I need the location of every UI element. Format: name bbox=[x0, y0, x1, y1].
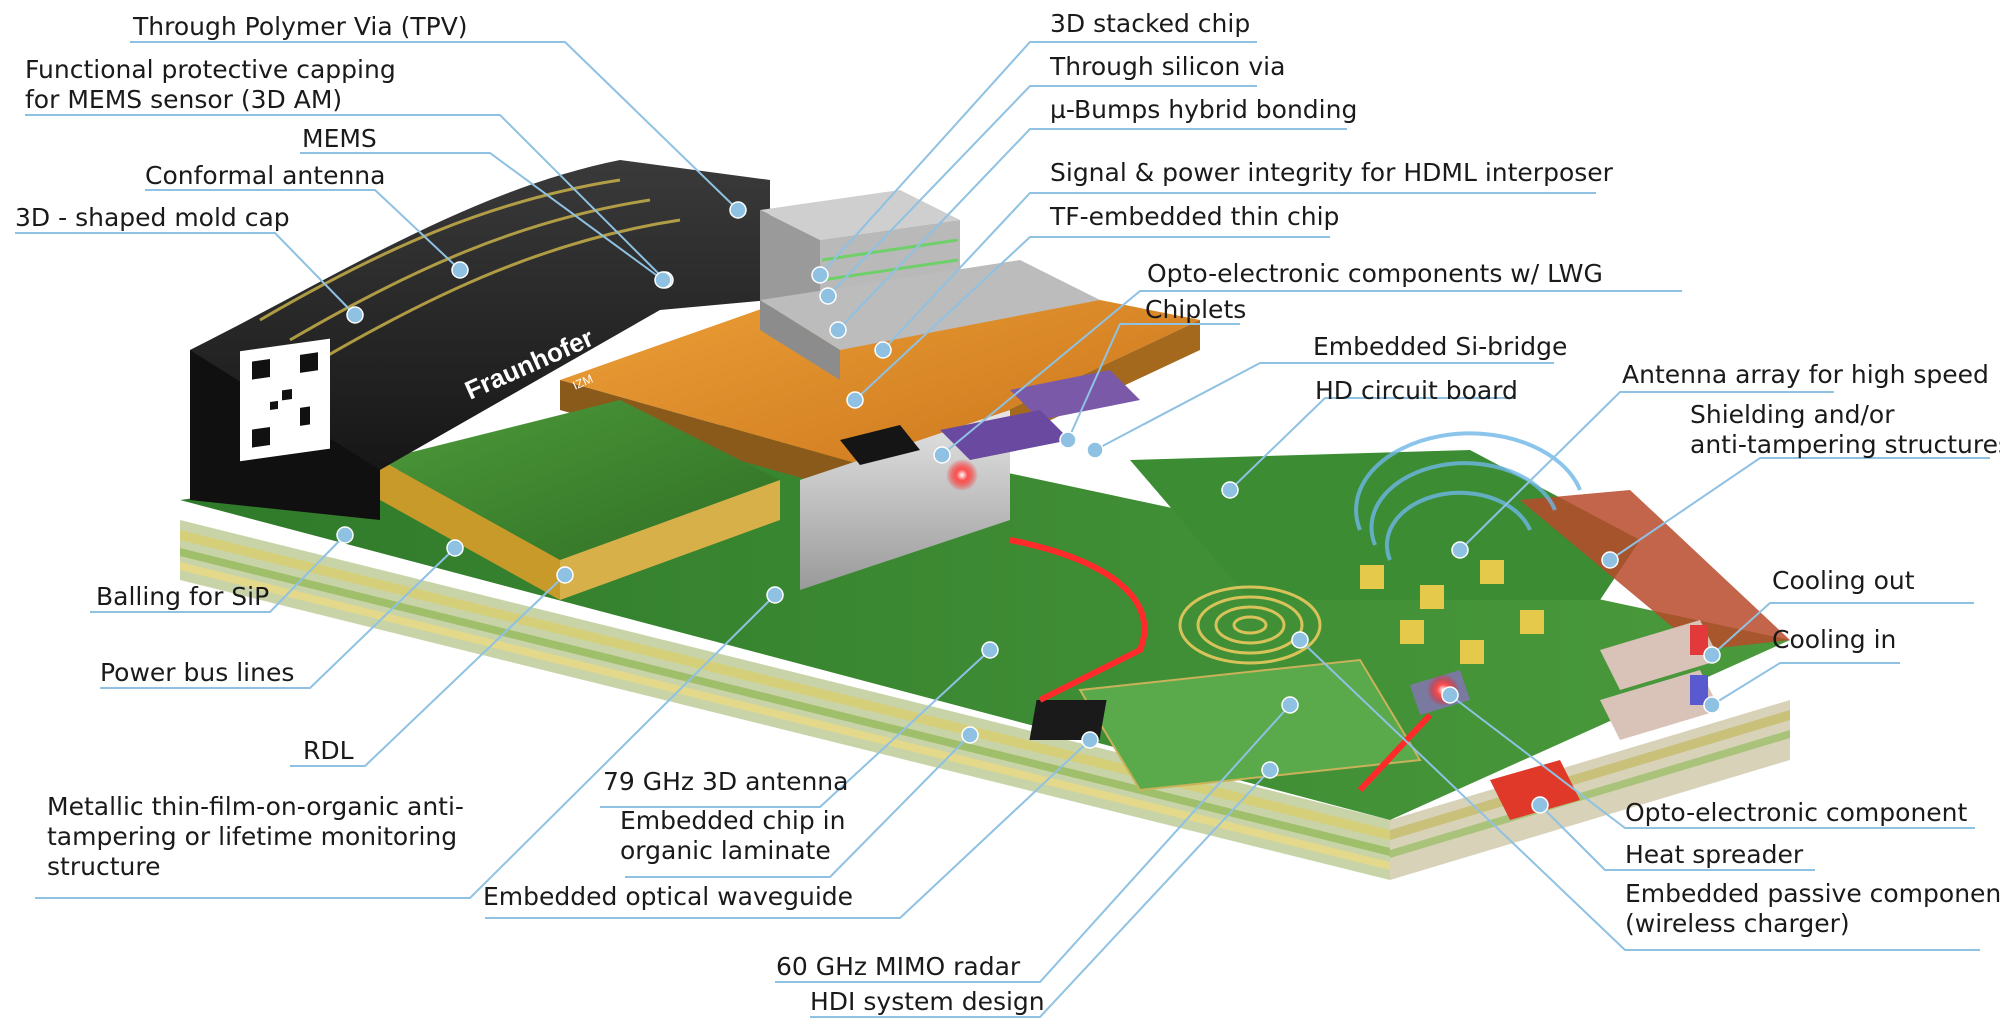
optical-waveguide bbox=[1009, 537, 1148, 703]
label-passive-line1: Embedded passive component bbox=[1625, 879, 2000, 908]
label-radar: 60 GHz MIMO radar bbox=[776, 952, 1021, 981]
label-embedded-chip-line1: Embedded chip in bbox=[620, 806, 846, 835]
label-rdl: RDL bbox=[303, 736, 354, 765]
label-mems: MEMS bbox=[302, 124, 377, 153]
label-signal-integrity: Signal & power integrity for HDML interp… bbox=[1050, 158, 1613, 187]
label-metallic-line3: structure bbox=[47, 852, 161, 881]
cooling-pipes bbox=[1600, 620, 1720, 740]
label-chiplets: Chiplets bbox=[1145, 295, 1247, 324]
label-embedded-chip: Embedded chip in organic laminate bbox=[620, 806, 845, 866]
label-waveguide: Embedded optical waveguide bbox=[483, 882, 854, 911]
label-opto-lwg: Opto-electronic components w/ LWG bbox=[1147, 259, 1603, 288]
label-79ghz-antenna: 79 GHz 3D antenna bbox=[603, 767, 849, 796]
label-hdi: HDI system design bbox=[810, 987, 1045, 1016]
label-heat-spreader: Heat spreader bbox=[1625, 840, 1804, 869]
label-tpv: Through Polymer Via (TPV) bbox=[133, 12, 468, 41]
label-capping-line2: for MEMS sensor (3D AM) bbox=[25, 85, 343, 114]
label-si-bridge: Embedded Si-bridge bbox=[1313, 332, 1568, 361]
label-metallic-line1: Metallic thin-film-on-organic anti- bbox=[47, 792, 464, 821]
antenna-waves bbox=[1354, 431, 1582, 561]
label-tf-chip: TF-embedded thin chip bbox=[1050, 202, 1340, 231]
label-passive-line2: (wireless charger) bbox=[1625, 909, 1850, 938]
chiplets bbox=[940, 370, 1140, 460]
label-cooling-out: Cooling out bbox=[1772, 566, 1915, 595]
label-shielding-line1: Shielding and/or bbox=[1690, 400, 1895, 429]
label-antenna-array: Antenna array for high speed bbox=[1622, 360, 1989, 389]
label-metallic: Metallic thin-film-on-organic anti- tamp… bbox=[47, 792, 464, 882]
label-conformal-antenna: Conformal antenna bbox=[145, 161, 386, 190]
label-shielding: Shielding and/or anti-tampering structur… bbox=[1690, 400, 2000, 460]
conformal-antenna-traces bbox=[259, 178, 681, 362]
shielding-area bbox=[1520, 490, 1790, 650]
laminate-stack bbox=[180, 520, 1790, 880]
radar-module bbox=[1078, 658, 1422, 792]
label-tsv: Through silicon via bbox=[1050, 52, 1286, 81]
label-metallic-line2: tampering or lifetime monitoring bbox=[47, 822, 458, 851]
antenna-array-pattern bbox=[1360, 560, 1544, 664]
label-shielding-line2: anti-tampering structures bbox=[1690, 430, 2000, 459]
coil bbox=[1178, 585, 1322, 665]
label-opto-component: Opto-electronic component bbox=[1625, 798, 1968, 827]
label-stacked-chip: 3D stacked chip bbox=[1050, 9, 1251, 38]
label-embedded-chip-line2: organic laminate bbox=[620, 836, 831, 865]
label-capping-line1: Functional protective capping bbox=[25, 55, 396, 84]
label-passive: Embedded passive component (wireless cha… bbox=[1625, 879, 2000, 939]
label-mold-cap: 3D - shaped mold cap bbox=[15, 203, 290, 232]
hd-circuit-area bbox=[1130, 450, 1640, 600]
leader-lines bbox=[15, 41, 1990, 1018]
red-glow-1 bbox=[946, 459, 978, 491]
label-capping: Functional protective capping for MEMS s… bbox=[25, 55, 396, 115]
anchor-dots bbox=[336, 201, 1721, 814]
opto-chip bbox=[840, 425, 920, 465]
interposer bbox=[560, 260, 1200, 470]
label-hd-board: HD circuit board bbox=[1315, 376, 1518, 405]
label-cooling-in: Cooling in bbox=[1772, 625, 1897, 654]
sip-module bbox=[380, 400, 780, 560]
heat-spreader bbox=[1490, 760, 1580, 820]
label-power-bus: Power bus lines bbox=[100, 658, 295, 687]
label-balling: Balling for SiP bbox=[96, 582, 270, 611]
label-bumps: µ-Bumps hybrid bonding bbox=[1050, 95, 1358, 124]
mold-cap bbox=[190, 160, 770, 490]
steel-block bbox=[800, 410, 1010, 590]
